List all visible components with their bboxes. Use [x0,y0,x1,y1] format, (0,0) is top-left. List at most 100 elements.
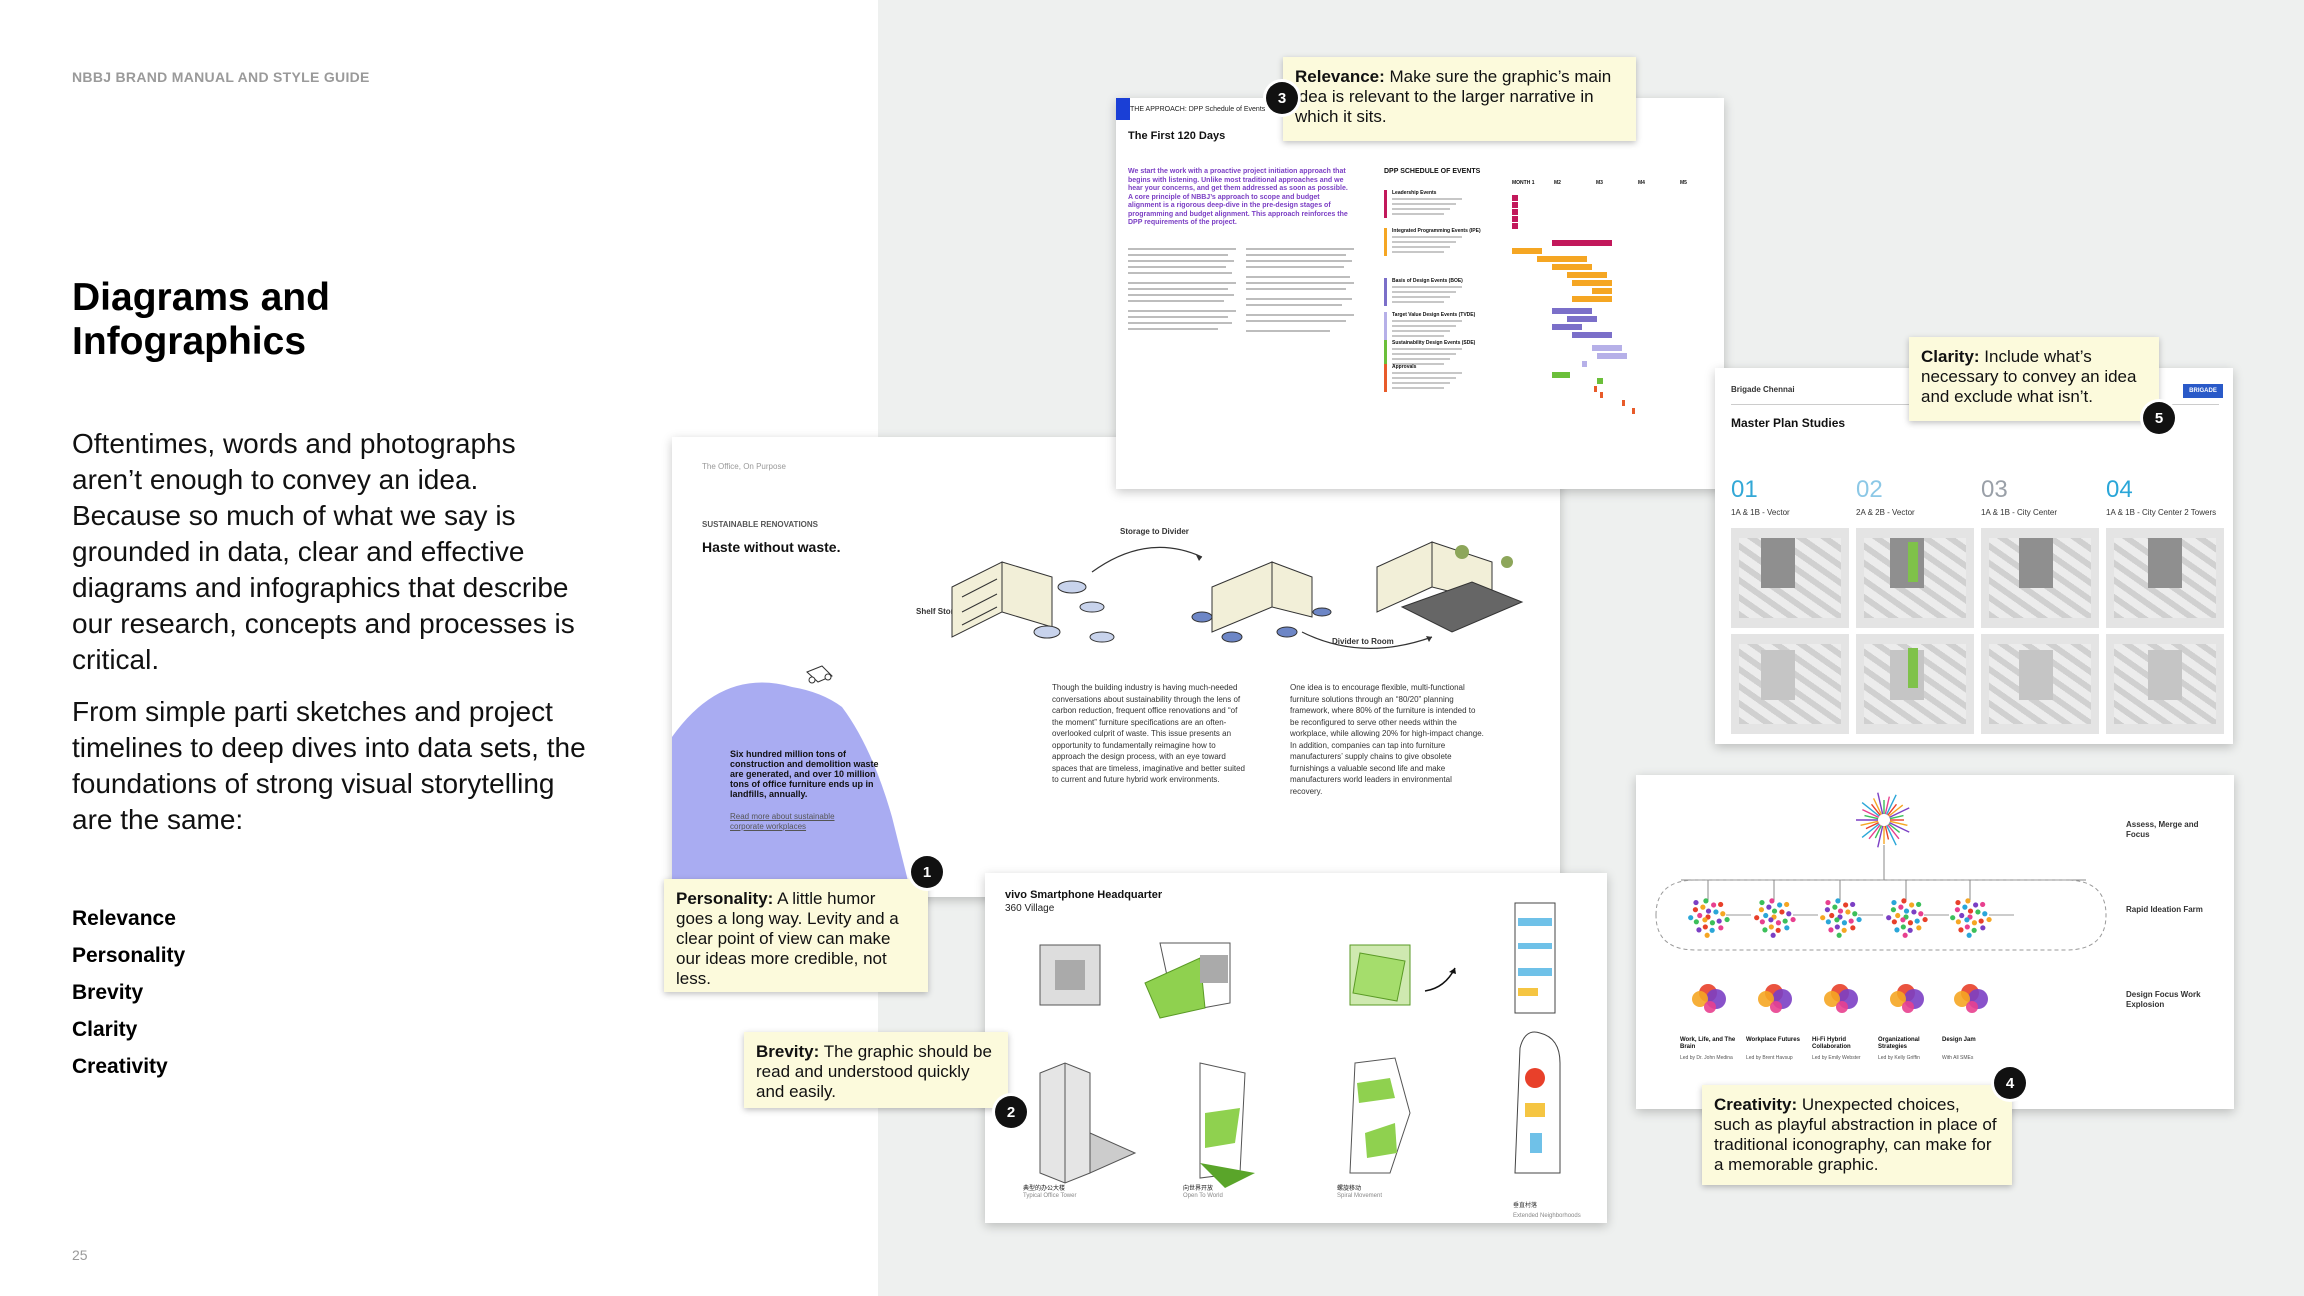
gantt-bar [1512,216,1518,222]
idea-dot [1958,927,1964,933]
burst-ray [1889,807,1910,819]
team-name: Work, Life, and The Brain [1680,1037,1736,1050]
read-more-link[interactable]: Read more about sustainable corporate wo… [730,812,835,831]
idea-dot [1779,909,1785,915]
burst-ray [1885,825,1897,846]
idea-dot [1890,907,1897,913]
vivo-caption-en: Spiral Movement [1337,1193,1383,1199]
page-title-line1: Diagrams and [72,276,330,319]
gantt-bar [1632,408,1635,414]
ideation-diagram [1655,792,2107,1013]
body-column-1: Though the building industry is having m… [1052,683,1245,784]
group-label: Leadership Events [1392,190,1437,196]
brand-manual-kicker: NBBJ BRAND MANUAL AND STYLE GUIDE [72,69,370,85]
group-item-line [1392,377,1456,379]
idea-dot [1907,920,1914,926]
idea-dot [1825,919,1831,925]
idea-dot [1724,916,1730,923]
idea-dot [1980,925,1986,931]
idea-dot [1856,916,1862,923]
tower-highlight [1908,542,1918,582]
principle-brevity: Brevity [72,981,144,1004]
group-item-line [1392,301,1444,303]
burst-ray [1887,824,1900,840]
gantt-bar [1572,280,1612,286]
idea-dot [1834,924,1840,930]
stage-rapid-ideation: Rapid Ideation Farm [2126,905,2203,914]
idea-dot [1959,912,1965,919]
dpp-lead-paragraph: We start the work with a proactive proje… [1128,168,1348,226]
idea-dot [1718,925,1724,931]
group-item-line [1392,208,1450,210]
doc-small-tag: The Office, On Purpose [702,462,786,471]
idea-dot [1982,911,1988,917]
group-color-bar [1384,278,1387,306]
badge-4: 4 [1994,1067,2026,1099]
group-item-line [1392,213,1444,215]
option-number: 03 [1981,476,2008,503]
gantt-bar [1552,324,1582,330]
gantt-bar [1552,264,1592,270]
idea-dot [1967,908,1974,914]
idea-dot [1966,932,1972,938]
group-item-line [1392,387,1444,389]
idea-dot [1777,902,1783,908]
idea-dot [1704,932,1710,938]
group-item-line [1392,325,1456,327]
group-item-line [1392,335,1444,337]
gantt-bar [1592,288,1612,294]
month-label: MONTH 1 [1512,180,1535,186]
schedule-title: DPP SCHEDULE OF EVENTS [1384,168,1481,175]
tower-mass [1761,538,1795,588]
burst-ray [1887,803,1898,816]
idea-dot [1786,911,1792,917]
burst-ray [1874,825,1883,839]
vivo-caption-cn: 螺旋移动 [1337,1186,1362,1192]
group-item-line [1392,382,1450,384]
idea-dot [1841,920,1848,926]
team-name: Workplace Futures [1746,1037,1800,1043]
idea-dot [1986,916,1992,923]
label-storage-divider: Storage to Divider [1120,527,1189,536]
idea-dot [1820,915,1826,921]
massing-render [1731,634,1849,734]
idea-dot [1973,902,1979,908]
idea-dot [1754,915,1760,921]
idea-dot [1769,898,1775,904]
group-item-line [1392,358,1450,360]
group-item-line [1392,363,1444,365]
burst-ray [1864,814,1879,820]
badge-2: 2 [995,1096,1027,1128]
idea-dot [1768,917,1774,923]
dpp-tag: THE APPROACH: DPP Schedule of Events [1130,106,1266,113]
idea-dot [1895,912,1901,919]
vivo-hq-page: vivo Smartphone Headquarter 360 Village [985,873,1607,1223]
idea-dot [1790,916,1796,923]
team-name: Organizational Strategies [1878,1037,1920,1050]
idea-dot [1916,925,1922,931]
idea-dot [1850,925,1856,931]
idea-dot [1775,927,1781,933]
vivo-subtitle: 360 Village [1005,903,1055,914]
burst-ray [1885,794,1897,815]
group-item-line [1392,348,1462,350]
dpp-text-columns [1128,248,1354,332]
vivo-caption-cn: 典型的办公大楼 [1023,1186,1066,1192]
idea-dot [1971,920,1978,926]
gantt-bar [1567,272,1607,278]
idea-dot [1922,916,1928,923]
focus-blob [1824,991,1840,1007]
idea-dot [1692,907,1699,913]
note-creativity: Creativity: Unexpected choices, such as … [1702,1085,2012,1185]
focus-blob [1890,991,1906,1007]
gantt-bar [1622,400,1625,406]
idea-dot [1718,901,1724,908]
massing-render [1981,528,2099,628]
idea-dot [1688,915,1694,921]
vivo-title: vivo Smartphone Headquarter [1005,889,1163,901]
label-shelf-storage: Shelf Storage [916,607,968,616]
gantt-bar [1552,308,1592,314]
tower-mass [2019,538,2053,588]
idea-dot [1843,902,1849,908]
note-clarity: Clarity: Include what’s necessary to con… [1909,337,2159,421]
